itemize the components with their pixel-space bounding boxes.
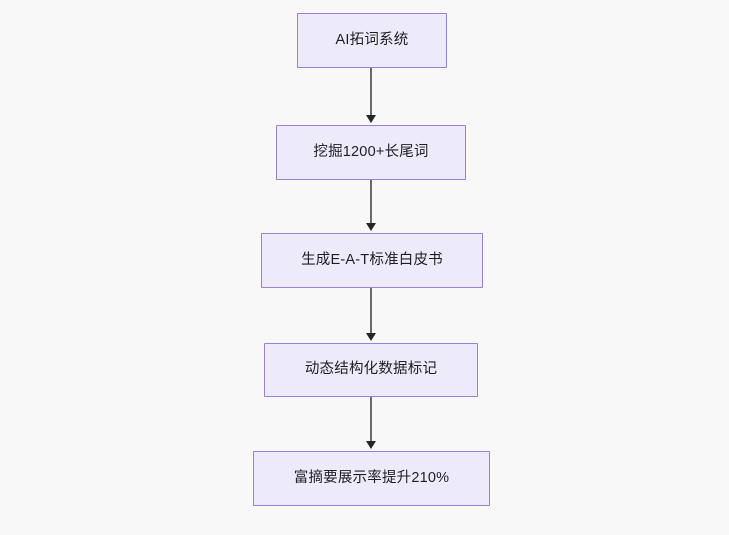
arrow-down-icon <box>366 115 376 123</box>
flow-node-label: 生成E-A-T标准白皮书 <box>301 251 443 268</box>
arrow-down-icon <box>366 223 376 231</box>
flow-node-label: 富摘要展示率提升210% <box>293 469 450 486</box>
flow-node-label: AI拓词系统 <box>335 31 409 48</box>
flow-edge-n1-n2 <box>370 68 372 117</box>
flow-edge-n3-n4 <box>370 288 372 335</box>
flow-node-label: 动态结构化数据标记 <box>304 361 438 378</box>
flow-node-structured-data-markup[interactable]: 动态结构化数据标记 <box>264 343 478 397</box>
arrow-down-icon <box>366 333 376 341</box>
flow-node-eat-whitepaper[interactable]: 生成E-A-T标准白皮书 <box>261 233 483 288</box>
flow-node-ai-keyword-system[interactable]: AI拓词系统 <box>297 13 447 68</box>
flow-edge-n2-n3 <box>370 180 372 225</box>
arrow-down-icon <box>366 441 376 449</box>
flow-node-label: 挖掘1200+长尾词 <box>313 143 429 160</box>
flow-node-longtail-keywords[interactable]: 挖掘1200+长尾词 <box>276 125 466 180</box>
flow-edge-n4-n5 <box>370 397 372 443</box>
flow-node-rich-snippet-result[interactable]: 富摘要展示率提升210% <box>253 451 490 506</box>
